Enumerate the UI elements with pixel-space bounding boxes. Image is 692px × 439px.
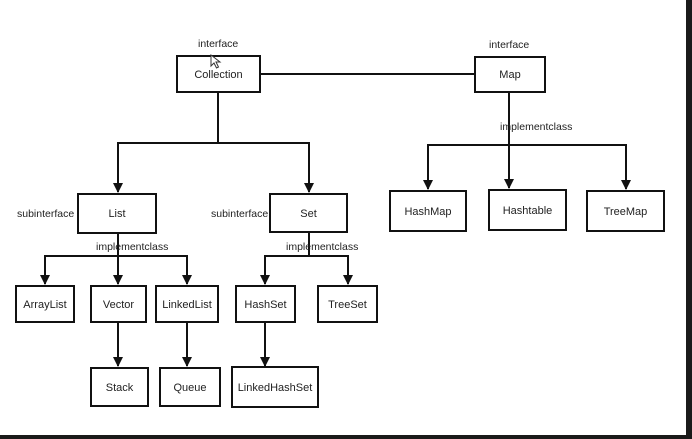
node-hashmap[interactable]: HashMap xyxy=(389,190,467,232)
node-vector[interactable]: Vector xyxy=(90,285,147,323)
node-map[interactable]: Map xyxy=(474,56,546,93)
node-arraylist[interactable]: ArrayList xyxy=(15,285,75,323)
node-hashmap-label: HashMap xyxy=(404,206,451,218)
node-queue-label: Queue xyxy=(173,382,206,394)
label-interface-map: interface xyxy=(489,39,529,51)
node-vector-label: Vector xyxy=(103,299,135,311)
node-linkedhashset-label: LinkedHashSet xyxy=(238,382,313,394)
node-hashtable-label: Hashtable xyxy=(503,205,553,217)
mouse-cursor-icon xyxy=(210,53,222,69)
edge-collection-set xyxy=(218,142,314,193)
node-queue[interactable]: Queue xyxy=(159,367,221,407)
label-subinterface-set: subinterface xyxy=(211,208,268,220)
label-implementclass-set: implementclass xyxy=(286,241,358,253)
node-collection-label: Collection xyxy=(194,69,242,81)
node-linkedhashset[interactable]: LinkedHashSet xyxy=(231,366,319,408)
node-list[interactable]: List xyxy=(77,193,157,234)
node-set-label: Set xyxy=(300,208,317,220)
node-set[interactable]: Set xyxy=(269,193,348,233)
node-collection[interactable]: Collection xyxy=(176,55,261,93)
node-treemap[interactable]: TreeMap xyxy=(586,190,665,232)
node-stack[interactable]: Stack xyxy=(90,367,149,407)
node-list-label: List xyxy=(108,208,125,220)
edge-list-linkedlist xyxy=(118,255,192,285)
node-hashset-label: HashSet xyxy=(244,299,286,311)
edge-collection-list xyxy=(113,92,219,193)
edge-set-hashset xyxy=(260,232,310,285)
node-arraylist-label: ArrayList xyxy=(23,299,66,311)
node-hashtable[interactable]: Hashtable xyxy=(488,189,567,231)
node-treeset[interactable]: TreeSet xyxy=(317,285,378,323)
label-implementclass-map: implementclass xyxy=(500,121,572,133)
label-interface-collection: interface xyxy=(198,38,238,50)
node-stack-label: Stack xyxy=(106,382,134,394)
label-implementclass-list: implementclass xyxy=(96,241,168,253)
edge-map-hashmap xyxy=(423,144,509,190)
node-linkedlist[interactable]: LinkedList xyxy=(155,285,219,323)
label-subinterface-list: subinterface xyxy=(17,208,74,220)
node-treeset-label: TreeSet xyxy=(328,299,367,311)
edge-list-arraylist xyxy=(40,255,118,285)
node-map-label: Map xyxy=(499,69,520,81)
node-linkedlist-label: LinkedList xyxy=(162,299,212,311)
node-treemap-label: TreeMap xyxy=(604,206,648,218)
edge-map-treemap xyxy=(509,144,631,190)
edge-set-treeset xyxy=(309,255,353,285)
node-hashset[interactable]: HashSet xyxy=(235,285,296,323)
